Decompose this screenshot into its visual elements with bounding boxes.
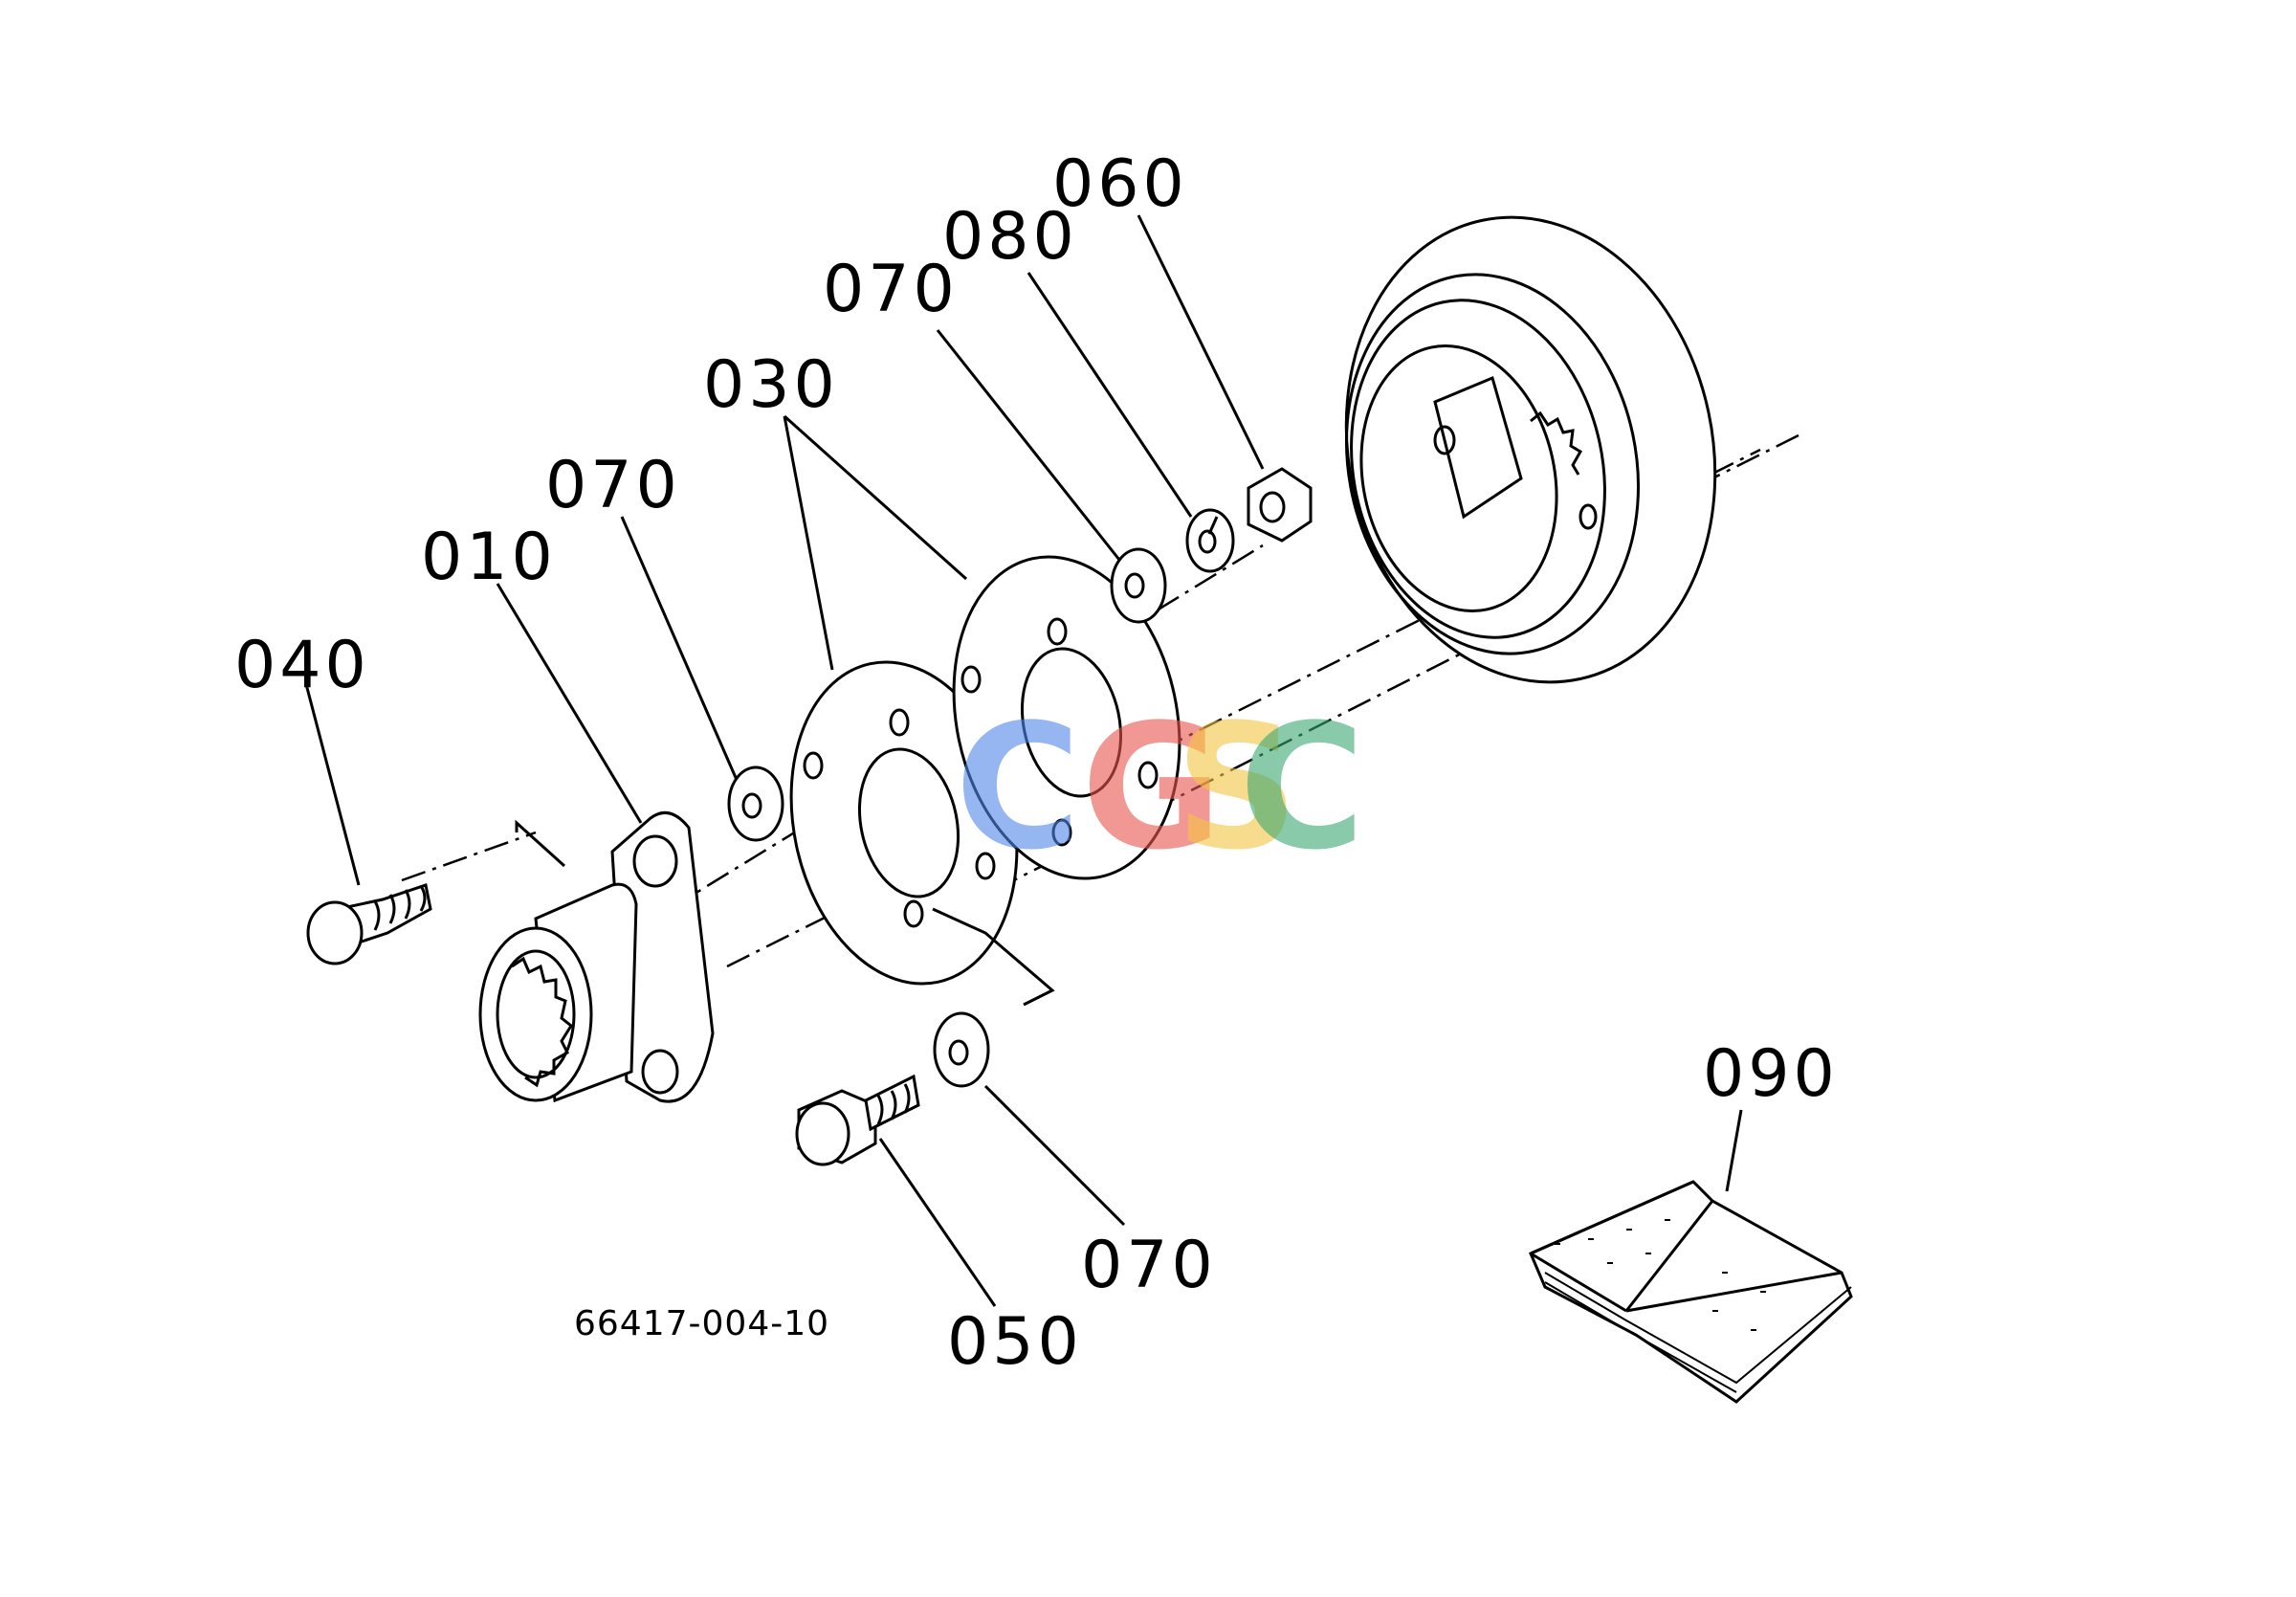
watermark-letter-g: G bbox=[1081, 688, 1223, 888]
manual-book-090[interactable] bbox=[1529, 1180, 1853, 1404]
drawing-number: 66417-004-10 bbox=[574, 1304, 829, 1343]
callout-070-lower: 070 bbox=[1081, 1228, 1217, 1303]
washer-070-left[interactable] bbox=[727, 765, 784, 842]
callout-090: 090 bbox=[1703, 1036, 1839, 1112]
nut-060[interactable] bbox=[1247, 467, 1313, 543]
callout-050: 050 bbox=[947, 1304, 1083, 1380]
callout-labels: 040 010 070 030 070 080 060 090 070 050 bbox=[234, 146, 1839, 1380]
callout-040: 040 bbox=[234, 628, 370, 703]
lock-washer-080[interactable] bbox=[1185, 508, 1235, 573]
callout-030: 030 bbox=[703, 347, 839, 423]
callout-070-upper: 070 bbox=[823, 252, 959, 327]
watermark-letter-c2: C bbox=[1239, 688, 1365, 888]
callout-080: 080 bbox=[942, 199, 1078, 275]
flywheel bbox=[1344, 215, 1717, 684]
callout-060: 060 bbox=[1052, 146, 1188, 222]
leader-lines bbox=[304, 214, 1743, 1307]
watermark-logo: C G S C bbox=[955, 688, 1365, 888]
washer-070-upper[interactable] bbox=[1110, 547, 1167, 624]
bolt-040[interactable] bbox=[306, 883, 432, 965]
bolt-050[interactable] bbox=[795, 1074, 920, 1166]
plate-030-rear[interactable] bbox=[925, 536, 1208, 899]
washer-070-lower[interactable] bbox=[933, 1011, 990, 1088]
watermark-letter-s: S bbox=[1175, 688, 1299, 888]
hub-010[interactable] bbox=[478, 810, 715, 1103]
watermark-letter-c1: C bbox=[955, 688, 1081, 888]
callout-070-left: 070 bbox=[545, 448, 681, 523]
callout-010: 010 bbox=[421, 520, 557, 595]
